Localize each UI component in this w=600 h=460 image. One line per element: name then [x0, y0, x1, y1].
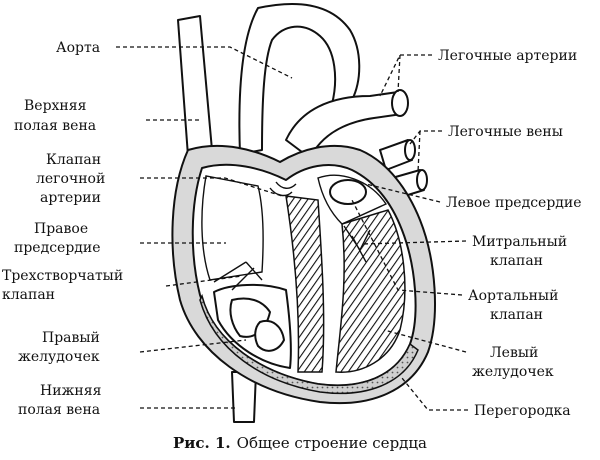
label-svc-line2: полая вена [14, 118, 96, 134]
label-tricuspid-line2: клапан [2, 287, 55, 303]
myocardium-lower-band [199, 293, 419, 395]
label-left-ventricle-line1: Левый [490, 345, 538, 361]
caption-text: Общее строение сердца [237, 434, 427, 452]
leader-lines [116, 46, 468, 411]
labels-left: Аорта Верхняя полая вена Клапан легочной… [2, 40, 123, 418]
label-mitral-line2: клапан [490, 253, 543, 269]
septum-shape [285, 195, 325, 373]
pulmonary-vein-opening-1 [404, 139, 416, 161]
tricuspid-valve-shape [213, 261, 263, 291]
label-pulm-valve-line2: легочной [36, 171, 105, 187]
label-left-atrium: Левое предсердие [446, 195, 582, 211]
leader-aorta [116, 46, 293, 79]
right-atrium-shape [201, 175, 264, 281]
leader-left-ventricle [383, 329, 467, 353]
label-pulm-arteries: Легочные артерии [438, 48, 577, 64]
figure-caption: Рис. 1. Общее строение сердца [173, 434, 427, 452]
leader-mitral [361, 240, 467, 245]
labels-right: Легочные артерии Легочные вены Левое пре… [438, 48, 582, 419]
aortic-valve-ring [329, 179, 367, 205]
label-svc-line1: Верхняя [24, 98, 87, 114]
leader-left-atrium [365, 183, 441, 203]
label-right-atrium-line1: Правое [34, 221, 88, 237]
pulmonary-vein-opening-2 [416, 169, 428, 191]
label-pulm-veins: Легочные вены [448, 124, 563, 140]
leader-right-ventricle [139, 339, 247, 353]
leader-pulm-veins [409, 130, 442, 173]
pulmonary-artery-opening [391, 89, 409, 117]
caption-number: Рис. 1. [173, 434, 231, 452]
label-right-atrium-line2: предсердие [14, 240, 101, 256]
heart-illustration [171, 3, 436, 423]
label-right-ventricle-line1: Правый [42, 330, 100, 346]
superior-vena-cava-shape [177, 15, 213, 157]
leader-aortic-valve [351, 199, 463, 296]
label-mitral-line1: Митральный [472, 234, 567, 250]
label-pulm-valve-line1: Клапан [46, 152, 101, 168]
papillary-muscle-2 [254, 320, 285, 352]
label-septum: Перегородка [474, 403, 571, 419]
label-pulm-valve-line3: артерии [40, 190, 101, 206]
label-aortic-valve-line2: клапан [490, 307, 543, 323]
left-atrium-shape [317, 174, 388, 225]
label-tricuspid-line1: Трехстворчатый [2, 268, 123, 284]
leader-pulm-arteries [379, 54, 432, 97]
leader-pulm-valve [140, 177, 283, 197]
label-ivc-line1: Нижняя [40, 383, 102, 399]
label-aorta: Аорта [56, 40, 100, 56]
label-ivc-line2: полая вена [18, 402, 100, 418]
aorta-shape [238, 3, 361, 155]
leader-septum [401, 377, 468, 411]
label-aortic-valve-line1: Аортальный [468, 288, 558, 304]
label-left-ventricle-line2: желудочек [472, 364, 554, 380]
label-right-ventricle-line2: желудочек [18, 349, 100, 365]
leader-tricuspid [165, 275, 243, 287]
